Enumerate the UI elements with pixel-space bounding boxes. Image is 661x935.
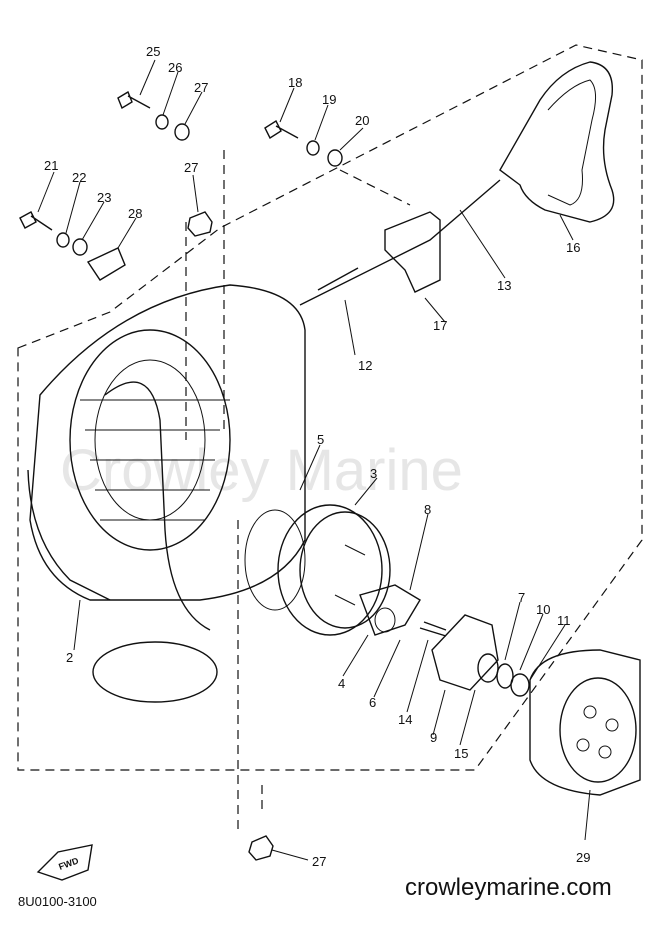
gasket-rope <box>104 381 211 631</box>
callout-11: 11 <box>557 613 571 628</box>
nut-27-top <box>187 211 213 237</box>
callout-9: 9 <box>430 730 437 745</box>
callout-14: 14 <box>398 712 412 727</box>
callout-16: 16 <box>566 240 580 255</box>
plate-28 <box>86 247 126 281</box>
washer-23 <box>72 238 88 256</box>
callout-27-bottom: 27 <box>312 854 326 869</box>
callout-19: 19 <box>322 92 336 107</box>
callout-25: 26 <box>168 60 182 75</box>
nut-27-bottom <box>248 835 274 861</box>
assembly-boundary <box>17 44 643 771</box>
callout-13: 13 <box>497 278 511 293</box>
callouts: 25 26 27 18 19 20 27 21 22 23 28 16 13 1… <box>44 44 590 869</box>
callout-21: 21 <box>44 158 58 173</box>
callout-6: 6 <box>369 695 376 710</box>
callout-26: 27 <box>194 80 208 95</box>
callout-7: 7 <box>518 590 525 605</box>
bolt-21 <box>19 211 53 231</box>
washer-19 <box>306 140 320 156</box>
callout-29: 29 <box>576 850 590 865</box>
starter-housing <box>27 284 306 601</box>
website-link[interactable]: crowleymarine.com <box>405 874 612 901</box>
nut-11 <box>510 673 530 697</box>
drive-cup <box>529 649 641 796</box>
callout-2: 2 <box>66 650 73 665</box>
starter-handle <box>499 61 615 223</box>
callout-20: 20 <box>355 113 369 128</box>
starter-reel <box>244 504 391 636</box>
callout-4: 4 <box>338 676 345 691</box>
washer-26 <box>174 123 190 141</box>
drawing-code: 8U0100-3100 <box>18 894 97 909</box>
rope-end <box>317 267 359 291</box>
callout-28: 28 <box>128 206 142 221</box>
washer-25 <box>155 114 169 130</box>
washer-7 <box>477 653 499 683</box>
starter-rope <box>299 179 501 306</box>
callout-23: 23 <box>97 190 111 205</box>
rope-guide-bracket <box>384 211 441 293</box>
washer-22 <box>56 232 70 248</box>
fwd-arrow: FWD <box>36 844 93 881</box>
callout-5: 5 <box>317 432 324 447</box>
washer-10 <box>496 663 514 689</box>
bolt-18 <box>264 119 299 140</box>
rope-loop <box>92 641 218 703</box>
callout-3: 3 <box>370 466 377 481</box>
guide-line-top <box>339 169 411 206</box>
watermark: Crowley Marine <box>60 438 463 503</box>
callout-12: 12 <box>358 358 372 373</box>
bolt-24 <box>117 90 151 110</box>
drive-pawl <box>359 584 421 636</box>
callout-8: 8 <box>424 502 431 517</box>
leader-lines <box>37 59 591 861</box>
callout-10: 10 <box>536 602 550 617</box>
callout-17: 17 <box>433 318 447 333</box>
callout-22: 22 <box>72 170 86 185</box>
callout-15: 15 <box>454 746 468 761</box>
washer-20 <box>327 149 343 167</box>
pawl-spring <box>419 621 447 637</box>
handle-grip <box>547 79 596 206</box>
fwd-label: FWD <box>57 855 80 872</box>
callout-18: 18 <box>288 75 302 90</box>
drive-plate <box>431 614 499 691</box>
callout-24: 25 <box>146 44 160 59</box>
callout-27-top: 27 <box>184 160 198 175</box>
